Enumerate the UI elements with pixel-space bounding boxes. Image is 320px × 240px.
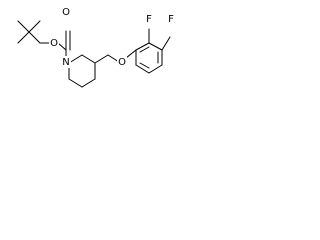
atom-label-o-ester: O [49, 37, 59, 49]
f3-bond [161, 36, 171, 51]
piperidine-ring [68, 54, 96, 88]
atom-o-carbonyl-text: O [62, 7, 70, 18]
molecule-structure: O O N O F F [17, 6, 176, 88]
o-aryl-bond [125, 49, 137, 59]
atom-o-ester-text: O [50, 38, 58, 49]
ester-o-carbonyl-c-bond [57, 42, 67, 51]
tert-butyl-group [17, 20, 41, 44]
atom-label-f2: F [144, 13, 154, 25]
atom-n-ring-text: N [62, 57, 69, 68]
atom-label-o-carbonyl: O [61, 6, 71, 18]
atom-label-f3: F [166, 13, 176, 25]
difluorophenyl-ring [135, 42, 163, 74]
atom-f2-text: F [146, 14, 152, 25]
atom-o-ether-text: O [118, 57, 126, 68]
ring-ch2-bond [94, 54, 109, 64]
atom-f3-text: F [168, 14, 174, 25]
atom-label-n-ring: N [61, 56, 71, 68]
carbonyl-double-bond [65, 30, 71, 51]
atom-label-o-ether: O [117, 56, 127, 68]
